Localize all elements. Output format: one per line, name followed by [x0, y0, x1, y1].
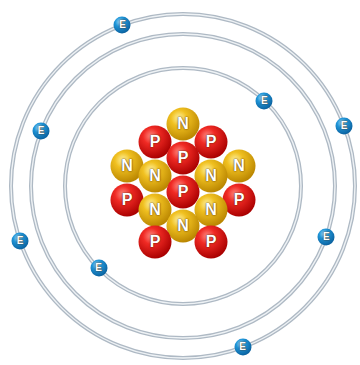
electron-body	[12, 233, 29, 250]
proton-label: P	[206, 234, 217, 250]
proton-body	[139, 226, 172, 259]
proton-label: P	[122, 192, 133, 208]
neutron-body	[223, 150, 256, 183]
neutron: N	[194, 193, 228, 227]
neutron-label: N	[149, 168, 161, 184]
electron-label: E	[38, 126, 45, 136]
neutron-body	[195, 160, 228, 193]
proton: P	[194, 225, 228, 259]
proton-label: P	[206, 134, 217, 150]
electron-body	[256, 92, 273, 109]
neutron-label: N	[177, 218, 189, 234]
neutron-body	[195, 194, 228, 227]
proton-label: P	[150, 234, 161, 250]
proton-body	[195, 226, 228, 259]
electron-label: E	[323, 232, 330, 242]
proton-body	[167, 176, 200, 209]
proton-label: P	[234, 192, 245, 208]
inner-orbit-highlight	[65, 68, 301, 304]
neutron-body	[167, 210, 200, 243]
proton-body	[139, 126, 172, 159]
electron-label: E	[17, 236, 24, 246]
neutron-body	[139, 194, 172, 227]
electron-label: E	[341, 121, 348, 131]
electron: E	[32, 122, 50, 140]
electron-label: E	[119, 20, 126, 30]
neutron: N	[194, 159, 228, 193]
electron: E	[335, 117, 353, 135]
neutron: N	[166, 209, 200, 243]
neutron-label: N	[177, 116, 189, 132]
neutron-label: N	[205, 168, 217, 184]
middle-orbit-highlight	[31, 34, 335, 338]
neutron-label: N	[149, 202, 161, 218]
neutron-body	[167, 108, 200, 141]
electron-body	[336, 118, 353, 135]
neutron-body	[139, 160, 172, 193]
neutron: N	[138, 193, 172, 227]
proton: P	[138, 125, 172, 159]
electron-body	[33, 123, 50, 140]
electron-label: E	[239, 342, 246, 352]
electron-body	[234, 339, 251, 356]
electron: E	[90, 259, 108, 277]
proton-body	[167, 142, 200, 175]
electron: E	[11, 232, 29, 250]
proton: P	[194, 125, 228, 159]
proton: P	[166, 141, 200, 175]
neutron: N	[138, 159, 172, 193]
inner-orbit	[65, 68, 301, 304]
orbit	[11, 14, 355, 358]
proton-body	[223, 184, 256, 217]
proton-label: P	[150, 134, 161, 150]
electron-body	[114, 16, 131, 33]
proton-body	[111, 184, 144, 217]
electron-body	[318, 228, 335, 245]
electron-label: E	[261, 96, 268, 106]
neutron-body	[111, 150, 144, 183]
electron: E	[113, 16, 131, 34]
proton-label: P	[178, 150, 189, 166]
neutron-label: N	[233, 158, 245, 174]
neutron-label: N	[205, 202, 217, 218]
middle-orbit	[31, 34, 335, 338]
electron: E	[234, 338, 252, 356]
proton-body	[195, 126, 228, 159]
electron-label: E	[95, 263, 102, 273]
electron: E	[317, 228, 335, 246]
proton-label: P	[178, 184, 189, 200]
outer-orbit	[11, 14, 355, 358]
neutron-label: N	[121, 158, 133, 174]
electron: E	[255, 92, 273, 110]
proton: P	[166, 175, 200, 209]
proton: P	[138, 225, 172, 259]
outer-orbit-highlight	[11, 14, 355, 358]
electron-body	[90, 260, 107, 277]
neutron: N	[166, 107, 200, 141]
